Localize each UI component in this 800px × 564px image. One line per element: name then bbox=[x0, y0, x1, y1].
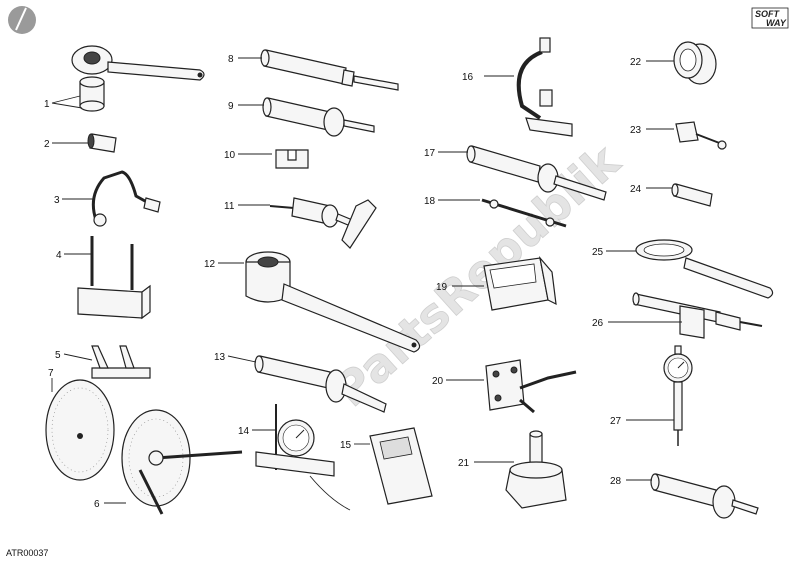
callout-1: 1 bbox=[44, 99, 50, 110]
tool-24 bbox=[671, 183, 713, 207]
reference-code: ATR00037 bbox=[6, 548, 48, 558]
tool-20 bbox=[485, 359, 577, 414]
callout-19: 19 bbox=[436, 282, 448, 293]
tool-1 bbox=[71, 45, 205, 112]
tool-4 bbox=[77, 236, 151, 320]
tool-8 bbox=[260, 49, 399, 91]
tool-7 bbox=[45, 379, 115, 481]
callout-13: 13 bbox=[214, 352, 226, 363]
tool-28 bbox=[650, 473, 759, 519]
callout-6: 6 bbox=[94, 499, 100, 510]
tool-19 bbox=[483, 255, 557, 311]
tool-5 bbox=[91, 345, 151, 379]
tool-17 bbox=[466, 145, 607, 201]
tool-3 bbox=[91, 170, 161, 227]
softway-logo: SOFT WAY bbox=[751, 7, 789, 29]
callout-21: 21 bbox=[458, 458, 470, 469]
tool-16 bbox=[516, 37, 573, 137]
callout-14: 14 bbox=[238, 426, 250, 437]
tool-27 bbox=[663, 345, 693, 446]
logo-line1: SOFT bbox=[755, 9, 781, 19]
callout-28: 28 bbox=[610, 476, 622, 487]
callout-15: 15 bbox=[340, 440, 352, 451]
tool-6 bbox=[121, 409, 243, 515]
callout-22: 22 bbox=[630, 57, 642, 68]
tool-26 bbox=[632, 292, 763, 339]
callout-9: 9 bbox=[228, 101, 234, 112]
callout-25: 25 bbox=[592, 247, 604, 258]
tool-12 bbox=[245, 251, 421, 353]
callout-16: 16 bbox=[462, 72, 474, 83]
callout-20: 20 bbox=[432, 376, 444, 387]
tool-23 bbox=[675, 121, 727, 150]
tool-11 bbox=[269, 197, 377, 249]
tool-15 bbox=[369, 427, 433, 505]
callout-24: 24 bbox=[630, 184, 642, 195]
tool-25 bbox=[635, 239, 774, 299]
callout-3: 3 bbox=[54, 195, 60, 206]
tool-14 bbox=[255, 404, 351, 511]
tool-18 bbox=[481, 198, 567, 228]
tool-21 bbox=[505, 430, 567, 509]
callout-8: 8 bbox=[228, 54, 234, 65]
callout-2: 2 bbox=[44, 139, 50, 150]
tool-9 bbox=[262, 97, 375, 137]
callout-23: 23 bbox=[630, 125, 642, 136]
callout-10: 10 bbox=[224, 150, 236, 161]
callout-7: 7 bbox=[48, 368, 54, 379]
tool-2 bbox=[87, 133, 117, 153]
callout-17: 17 bbox=[424, 148, 436, 159]
tool-22 bbox=[673, 41, 717, 85]
tool-10 bbox=[275, 149, 309, 169]
callout-5: 5 bbox=[55, 350, 61, 361]
callout-12: 12 bbox=[204, 259, 216, 270]
callout-11: 11 bbox=[224, 201, 235, 212]
watermark: PartsRepublik bbox=[324, 133, 631, 417]
logo-line2: WAY bbox=[766, 18, 787, 28]
callout-18: 18 bbox=[424, 196, 436, 207]
corner-mark-icon bbox=[8, 6, 36, 34]
callout-4: 4 bbox=[56, 250, 62, 261]
tool-13 bbox=[254, 355, 387, 413]
callout-27: 27 bbox=[610, 416, 622, 427]
callout-26: 26 bbox=[592, 318, 604, 329]
